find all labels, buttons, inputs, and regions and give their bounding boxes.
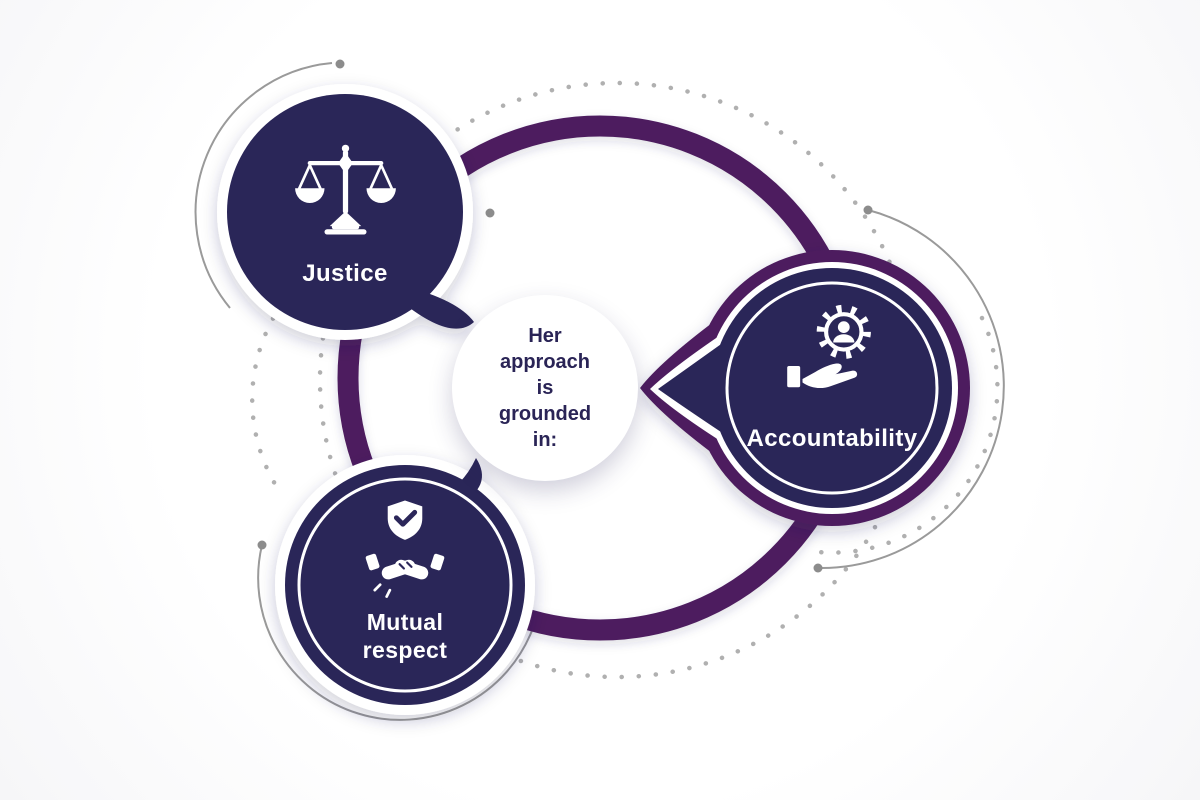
- center-circle: Her approach is grounded in:: [452, 295, 638, 481]
- center-text: Her approach is grounded in:: [498, 325, 592, 451]
- justice-label: Justice: [302, 260, 388, 287]
- accent-dots: [257, 59, 873, 573]
- node-accountability: Accountability: [712, 300, 952, 453]
- justice-arc: [194, 62, 333, 309]
- node-justice: Justice: [245, 140, 445, 288]
- mutual-respect-label: Mutual respect: [362, 609, 448, 664]
- accountability-label: Accountability: [746, 425, 918, 452]
- accountability-arc: [817, 209, 1005, 570]
- thin-arc-decoration: [194, 62, 1005, 721]
- handshake-shield-icon: [365, 500, 445, 598]
- person-gear-hand-icon: [787, 304, 871, 389]
- mutual-respect-arc: [257, 544, 534, 721]
- scales-of-justice-icon: [294, 144, 396, 235]
- mutual-respect-circle: [275, 455, 535, 715]
- node-mutual-respect: Mutual respect: [305, 496, 505, 664]
- accountability-circle: [640, 250, 970, 526]
